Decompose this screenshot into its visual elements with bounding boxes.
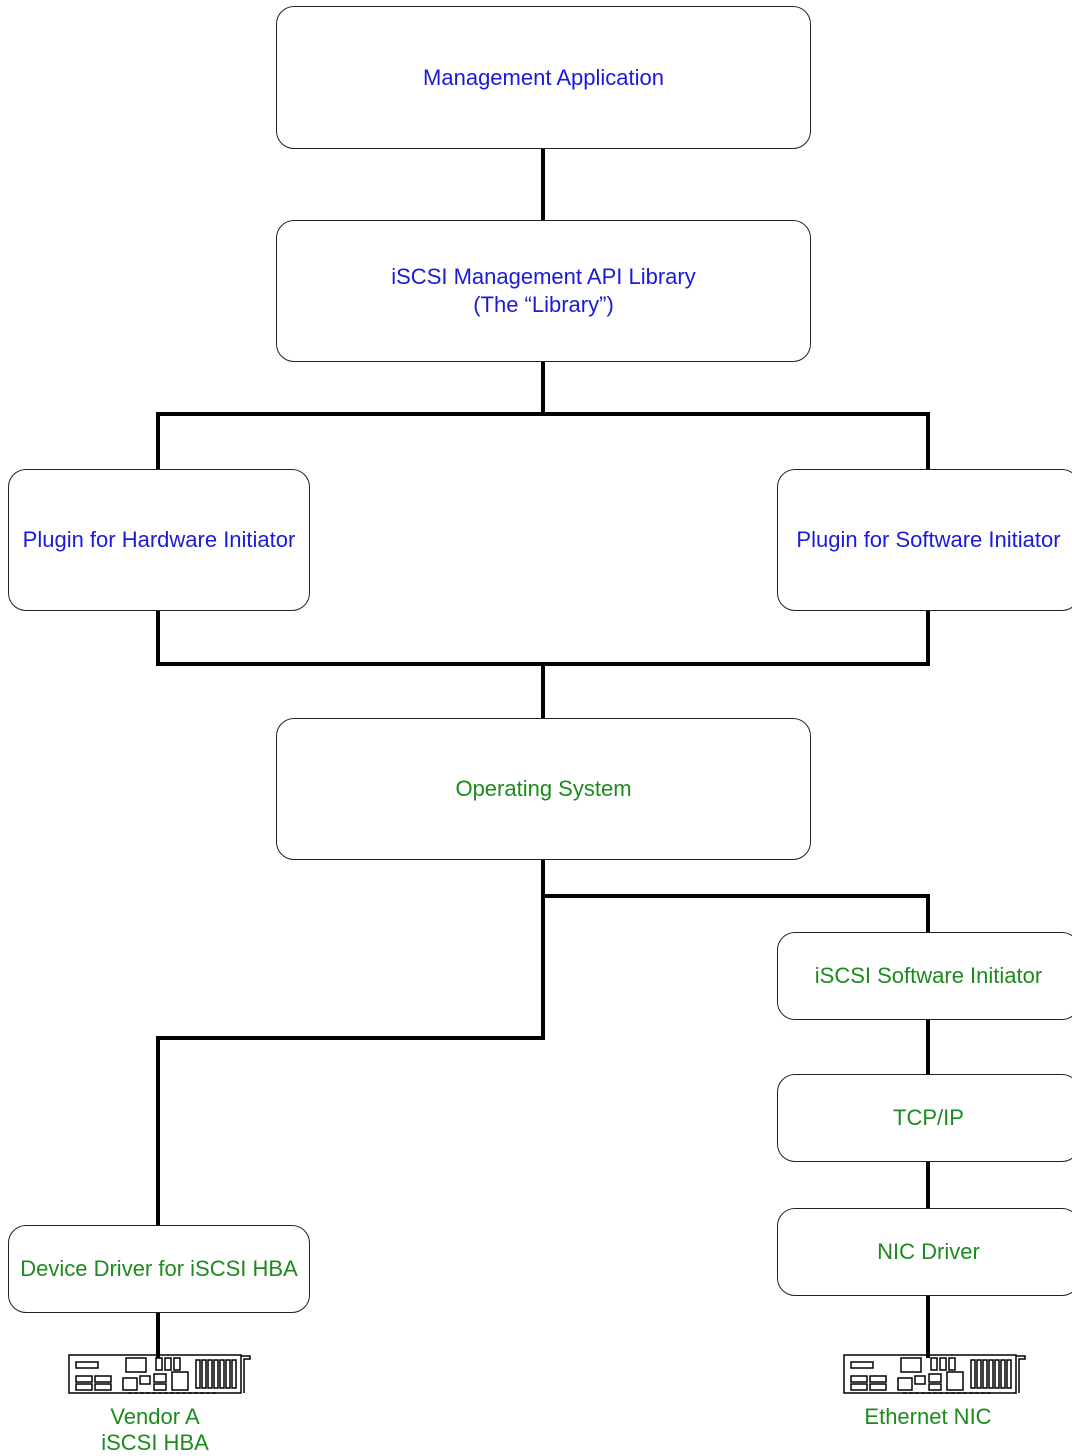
tcpip-box: TCP/IP — [777, 1074, 1072, 1162]
library-label-line1: iSCSI Management API Library — [391, 264, 696, 289]
plugin-software-box: Plugin for Software Initiator — [777, 469, 1072, 611]
hba-card-icon — [68, 1354, 251, 1394]
nic-caption-line1: Ethernet NIC — [864, 1404, 992, 1429]
plugin-software-label: Plugin for Software Initiator — [796, 527, 1061, 552]
device-driver-box: Device Driver for iSCSI HBA — [8, 1225, 310, 1313]
operating-system-label: Operating System — [455, 776, 632, 801]
operating-system-box: Operating System — [276, 718, 811, 860]
library-label-line2: (The “Library”) — [473, 292, 614, 317]
tcpip-label: TCP/IP — [893, 1105, 964, 1130]
connector-os-software-initiator — [541, 858, 930, 934]
plugin-hardware-label: Plugin for Hardware Initiator — [22, 527, 296, 552]
nic-card-icon — [843, 1354, 1026, 1394]
hba-caption-line2: iSCSI HBA — [101, 1430, 209, 1455]
nic-caption: Ethernet NIC — [828, 1404, 1028, 1430]
connector-plugins-os — [156, 609, 930, 720]
hba-caption-line1: Vendor A — [110, 1404, 200, 1429]
hba-caption: Vendor A iSCSI HBA — [55, 1404, 255, 1456]
nic-driver-label: NIC Driver — [877, 1239, 980, 1264]
software-initiator-box: iSCSI Software Initiator — [777, 932, 1072, 1020]
connector-library-plugins — [156, 360, 930, 471]
connector-os-device-driver — [156, 894, 545, 1227]
management-application-box: Management Application — [276, 6, 811, 149]
software-initiator-label: iSCSI Software Initiator — [814, 963, 1043, 988]
device-driver-label: Device Driver for iSCSI HBA — [20, 1256, 298, 1281]
management-application-label: Management Application — [423, 64, 664, 90]
library-box: iSCSI Management API Library (The “Libra… — [276, 220, 811, 362]
plugin-hardware-box: Plugin for Hardware Initiator — [8, 469, 310, 611]
nic-driver-box: NIC Driver — [777, 1208, 1072, 1296]
